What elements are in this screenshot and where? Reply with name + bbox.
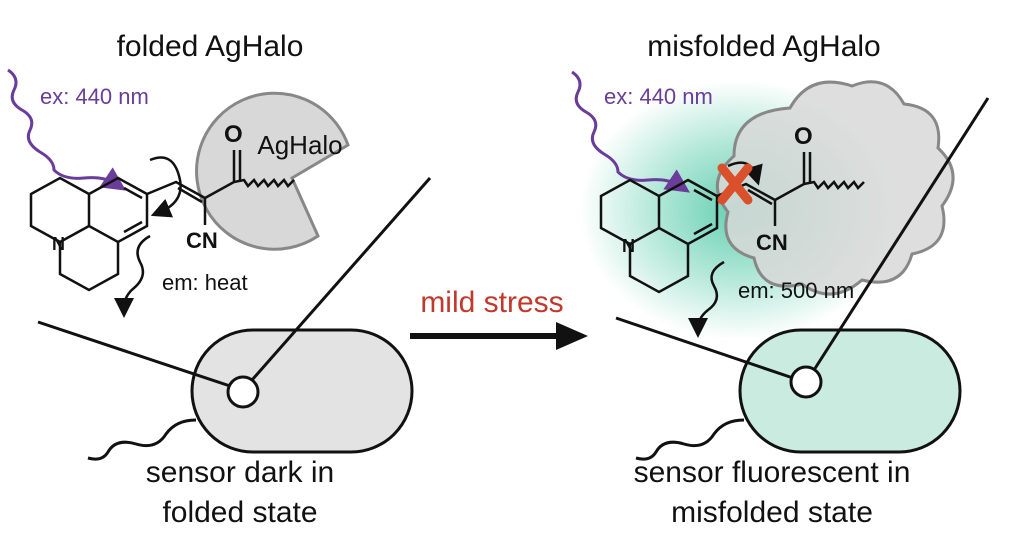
stress-arrow-group: mild stress <box>410 286 588 350</box>
left-cyano-label: CN <box>186 228 218 253</box>
right-fluorophore-structure <box>599 152 865 294</box>
right-cell-sensor-dot <box>789 365 823 399</box>
left-fluorophore-structure <box>29 150 295 292</box>
right-excitation-label: ex: 440 nm <box>604 84 713 109</box>
blocked-rotation-x-icon <box>717 163 753 205</box>
stress-label: mild stress <box>420 286 563 319</box>
right-oxygen-label: O <box>794 123 813 150</box>
right-title: misfolded AgHalo <box>647 30 880 63</box>
left-caption-line1: sensor dark in <box>146 456 334 489</box>
left-oxygen-label: O <box>224 121 243 148</box>
aghalo-protein-shape <box>195 91 350 251</box>
left-caption-line2: folded state <box>162 496 317 529</box>
right-cell-body <box>738 328 962 454</box>
right-emission-wave-icon <box>688 260 725 338</box>
left-nitrogen-label: N <box>52 234 65 254</box>
left-cell-body <box>190 328 414 454</box>
right-caption-line1: sensor fluorescent in <box>634 456 911 489</box>
right-pointer-line-2 <box>812 97 990 371</box>
right-flagellum <box>635 418 745 461</box>
left-panel: folded AgHalo AgHalo ex: 440 nm O CN N <box>7 30 432 529</box>
left-excitation-label: ex: 440 nm <box>40 84 149 109</box>
left-title: folded AgHalo <box>117 30 304 63</box>
right-excitation-wave-icon <box>571 70 690 193</box>
aghalo-label: AgHalo <box>257 130 342 160</box>
stress-arrow-head <box>556 322 588 350</box>
right-pointer-line-1 <box>615 316 794 380</box>
right-emission-label: em: 500 nm <box>738 278 854 303</box>
right-caption-line2: misfolded state <box>671 496 873 529</box>
right-panel: misfolded AgHalo ex: 440 nm <box>571 30 990 529</box>
left-pointer-line-1 <box>37 320 231 388</box>
right-nitrogen-label: N <box>622 236 635 256</box>
right-cyano-label: CN <box>756 230 788 255</box>
left-cell-sensor-dot <box>226 375 260 409</box>
left-flagellum <box>87 418 197 461</box>
excitation-wave-icon <box>7 68 126 191</box>
left-pointer-line-2 <box>250 177 432 381</box>
left-emission-label: em: heat <box>162 270 248 295</box>
left-emission-wave-icon <box>114 234 151 318</box>
